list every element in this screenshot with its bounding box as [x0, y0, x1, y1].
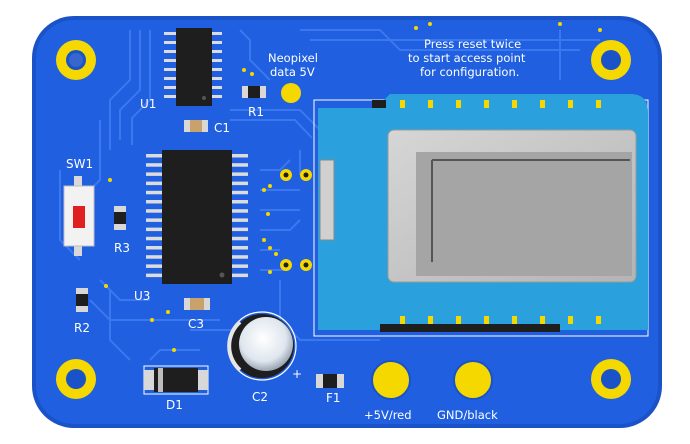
module-pin [596, 100, 601, 108]
label-pad-gnd: GND/black [437, 408, 498, 422]
module-pin [456, 100, 461, 108]
label-sw1: SW1 [66, 157, 93, 171]
sw1-button [63, 176, 95, 256]
u3-pin [146, 190, 162, 195]
u3-pin [232, 218, 248, 222]
u3-pin [232, 181, 248, 186]
mounting-hole-bottom-left [56, 359, 96, 399]
u3-pin [146, 172, 162, 176]
u3-pin [232, 273, 248, 278]
note-line2: to start access point [408, 51, 526, 65]
vias [104, 22, 602, 352]
u3-pin [232, 264, 248, 268]
label-u3: U3 [134, 289, 150, 303]
u3-pin [146, 200, 162, 204]
u3-pin [146, 236, 162, 241]
module-pin [484, 100, 489, 108]
u3-pin [232, 246, 248, 250]
label-r2: R2 [74, 321, 90, 335]
neopixel-data-pad [281, 83, 301, 103]
mounting-hole-bottom-right [591, 359, 631, 399]
u3-pin [232, 163, 248, 167]
u3-pin [232, 154, 248, 158]
module-pin [596, 316, 601, 324]
u3-chip [146, 150, 248, 284]
pad-gnd [453, 360, 493, 400]
module-pin [428, 316, 433, 324]
u3-pin [232, 255, 248, 259]
header-pads [280, 169, 312, 271]
u3-pin [232, 172, 248, 176]
u3-pin [232, 236, 248, 241]
label-neopixel-line1: Neopixel [268, 51, 318, 65]
module-pin [484, 316, 489, 324]
u3-pin [146, 255, 162, 259]
c1-capacitor [184, 120, 208, 132]
module-pin [400, 100, 405, 108]
d1-diode [143, 365, 209, 395]
module-pin [400, 316, 405, 324]
module-pin [568, 316, 573, 324]
label-c3: C3 [188, 317, 204, 331]
module-pin [428, 100, 433, 108]
u3-pin [146, 246, 162, 250]
u3-pin [146, 163, 162, 167]
u3-pin [146, 218, 162, 222]
label-c2-plus: + [292, 367, 302, 381]
note-line1: Press reset twice [424, 37, 521, 51]
f1-fuse [316, 374, 344, 388]
wemos-module [318, 94, 648, 332]
module-pin [456, 316, 461, 324]
mounting-hole-top-right [591, 40, 631, 80]
u1-chip [164, 28, 222, 106]
label-d1: D1 [166, 398, 183, 412]
c3-capacitor [184, 298, 210, 310]
note-line3: for configuration. [420, 65, 519, 79]
u3-pin [232, 209, 248, 213]
u3-pin [146, 154, 162, 158]
copper-traces [59, 29, 600, 361]
c2-electrolytic-capacitor [227, 311, 297, 381]
u3-pin [232, 200, 248, 204]
module-pin [512, 316, 517, 324]
module-pin [540, 316, 545, 324]
label-r1: R1 [248, 105, 264, 119]
label-r3: R3 [114, 241, 130, 255]
u3-pin [146, 264, 162, 268]
module-pin [512, 100, 517, 108]
label-neopixel-line2: data 5V [270, 65, 315, 79]
label-u1: U1 [140, 97, 156, 111]
u3-pin [146, 181, 162, 186]
r3-resistor [114, 206, 126, 230]
mounting-hole-top-left [56, 40, 96, 80]
u3-pin [146, 209, 162, 213]
module-pin [568, 100, 573, 108]
label-c2: C2 [252, 390, 268, 404]
module-pin [540, 100, 545, 108]
label-c1: C1 [214, 121, 230, 135]
r1-resistor [242, 86, 266, 98]
r2-resistor [76, 288, 88, 312]
u3-pin [146, 227, 162, 232]
u3-pin [146, 273, 162, 278]
u3-pin [232, 227, 248, 232]
u3-pin [232, 190, 248, 195]
label-pad-5v: +5V/red [364, 408, 412, 422]
label-f1: F1 [326, 391, 341, 405]
pad-5v [371, 360, 411, 400]
